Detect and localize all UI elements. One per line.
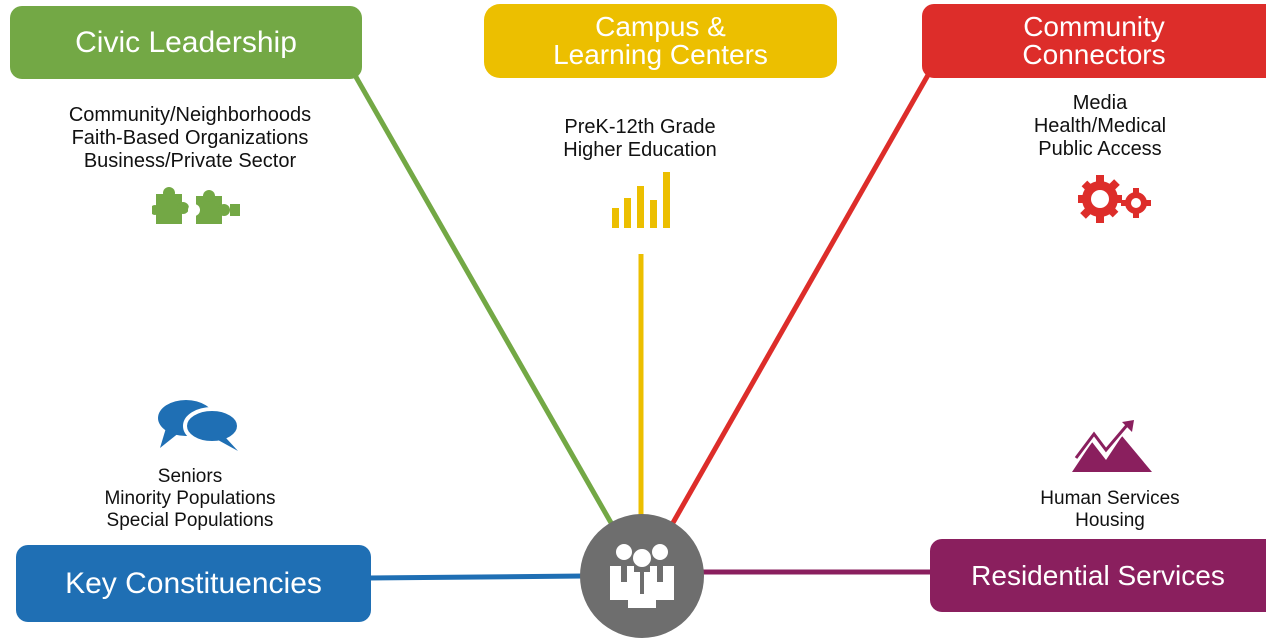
civic-leadership-box: Civic Leadership [10,6,362,79]
civic-leadership-list: Community/Neighborhoods Faith-Based Orga… [30,104,350,173]
campus-title-line1: Campus & [595,11,726,42]
civic-connector [349,68,617,530]
campus-learning-box: Campus & Learning Centers [484,4,837,78]
list-item: Faith-Based Organizations [71,127,309,149]
list-item: Community/Neighborhoods [68,104,312,126]
list-item: Human Services [1040,488,1180,509]
list-item: Public Access [1038,138,1162,160]
list-item: PreK-12th Grade [564,116,716,138]
list-item: Higher Education [563,139,717,161]
campus-learning-list: PreK-12th Grade Higher Education [520,116,760,162]
mountain-arrow-icon [1072,420,1152,472]
community-connectors-box: Community Connectors [922,4,1266,78]
community-title-line1: Community [1023,11,1165,42]
key-constituencies-title: Key Constituencies [65,566,322,600]
list-item: Minority Populations [104,487,276,509]
key-constituencies-box: Key Constituencies [16,545,371,622]
people-group-icon [610,544,674,608]
community-title-line2: Connectors [1022,39,1166,70]
residential-services-list: Human Services Housing [990,488,1230,532]
list-item: Housing [1075,509,1145,531]
community-connectors-list: Media Health/Medical Public Access [980,92,1220,161]
key-constituencies-list: Seniors Minority Populations Special Pop… [70,466,310,532]
gears-icon [1078,175,1151,223]
list-item: Health/Medical [1033,115,1167,137]
residential-services-box: Residential Services [930,539,1266,612]
campus-title-line2: Learning Centers [553,39,768,70]
central-hub [580,514,704,638]
list-item: Media [1072,92,1128,114]
list-item: Business/Private Sector [83,150,297,172]
key-connector [367,573,585,581]
speech-bubbles-icon [158,400,241,451]
puzzle-icon [152,187,240,224]
bar-chart-icon [612,172,670,228]
list-item: Special Populations [106,509,274,531]
residential-services-title: Residential Services [971,559,1225,591]
community-connector [667,66,935,530]
list-item: Seniors [157,466,223,487]
civic-leadership-title: Civic Leadership [75,25,297,59]
